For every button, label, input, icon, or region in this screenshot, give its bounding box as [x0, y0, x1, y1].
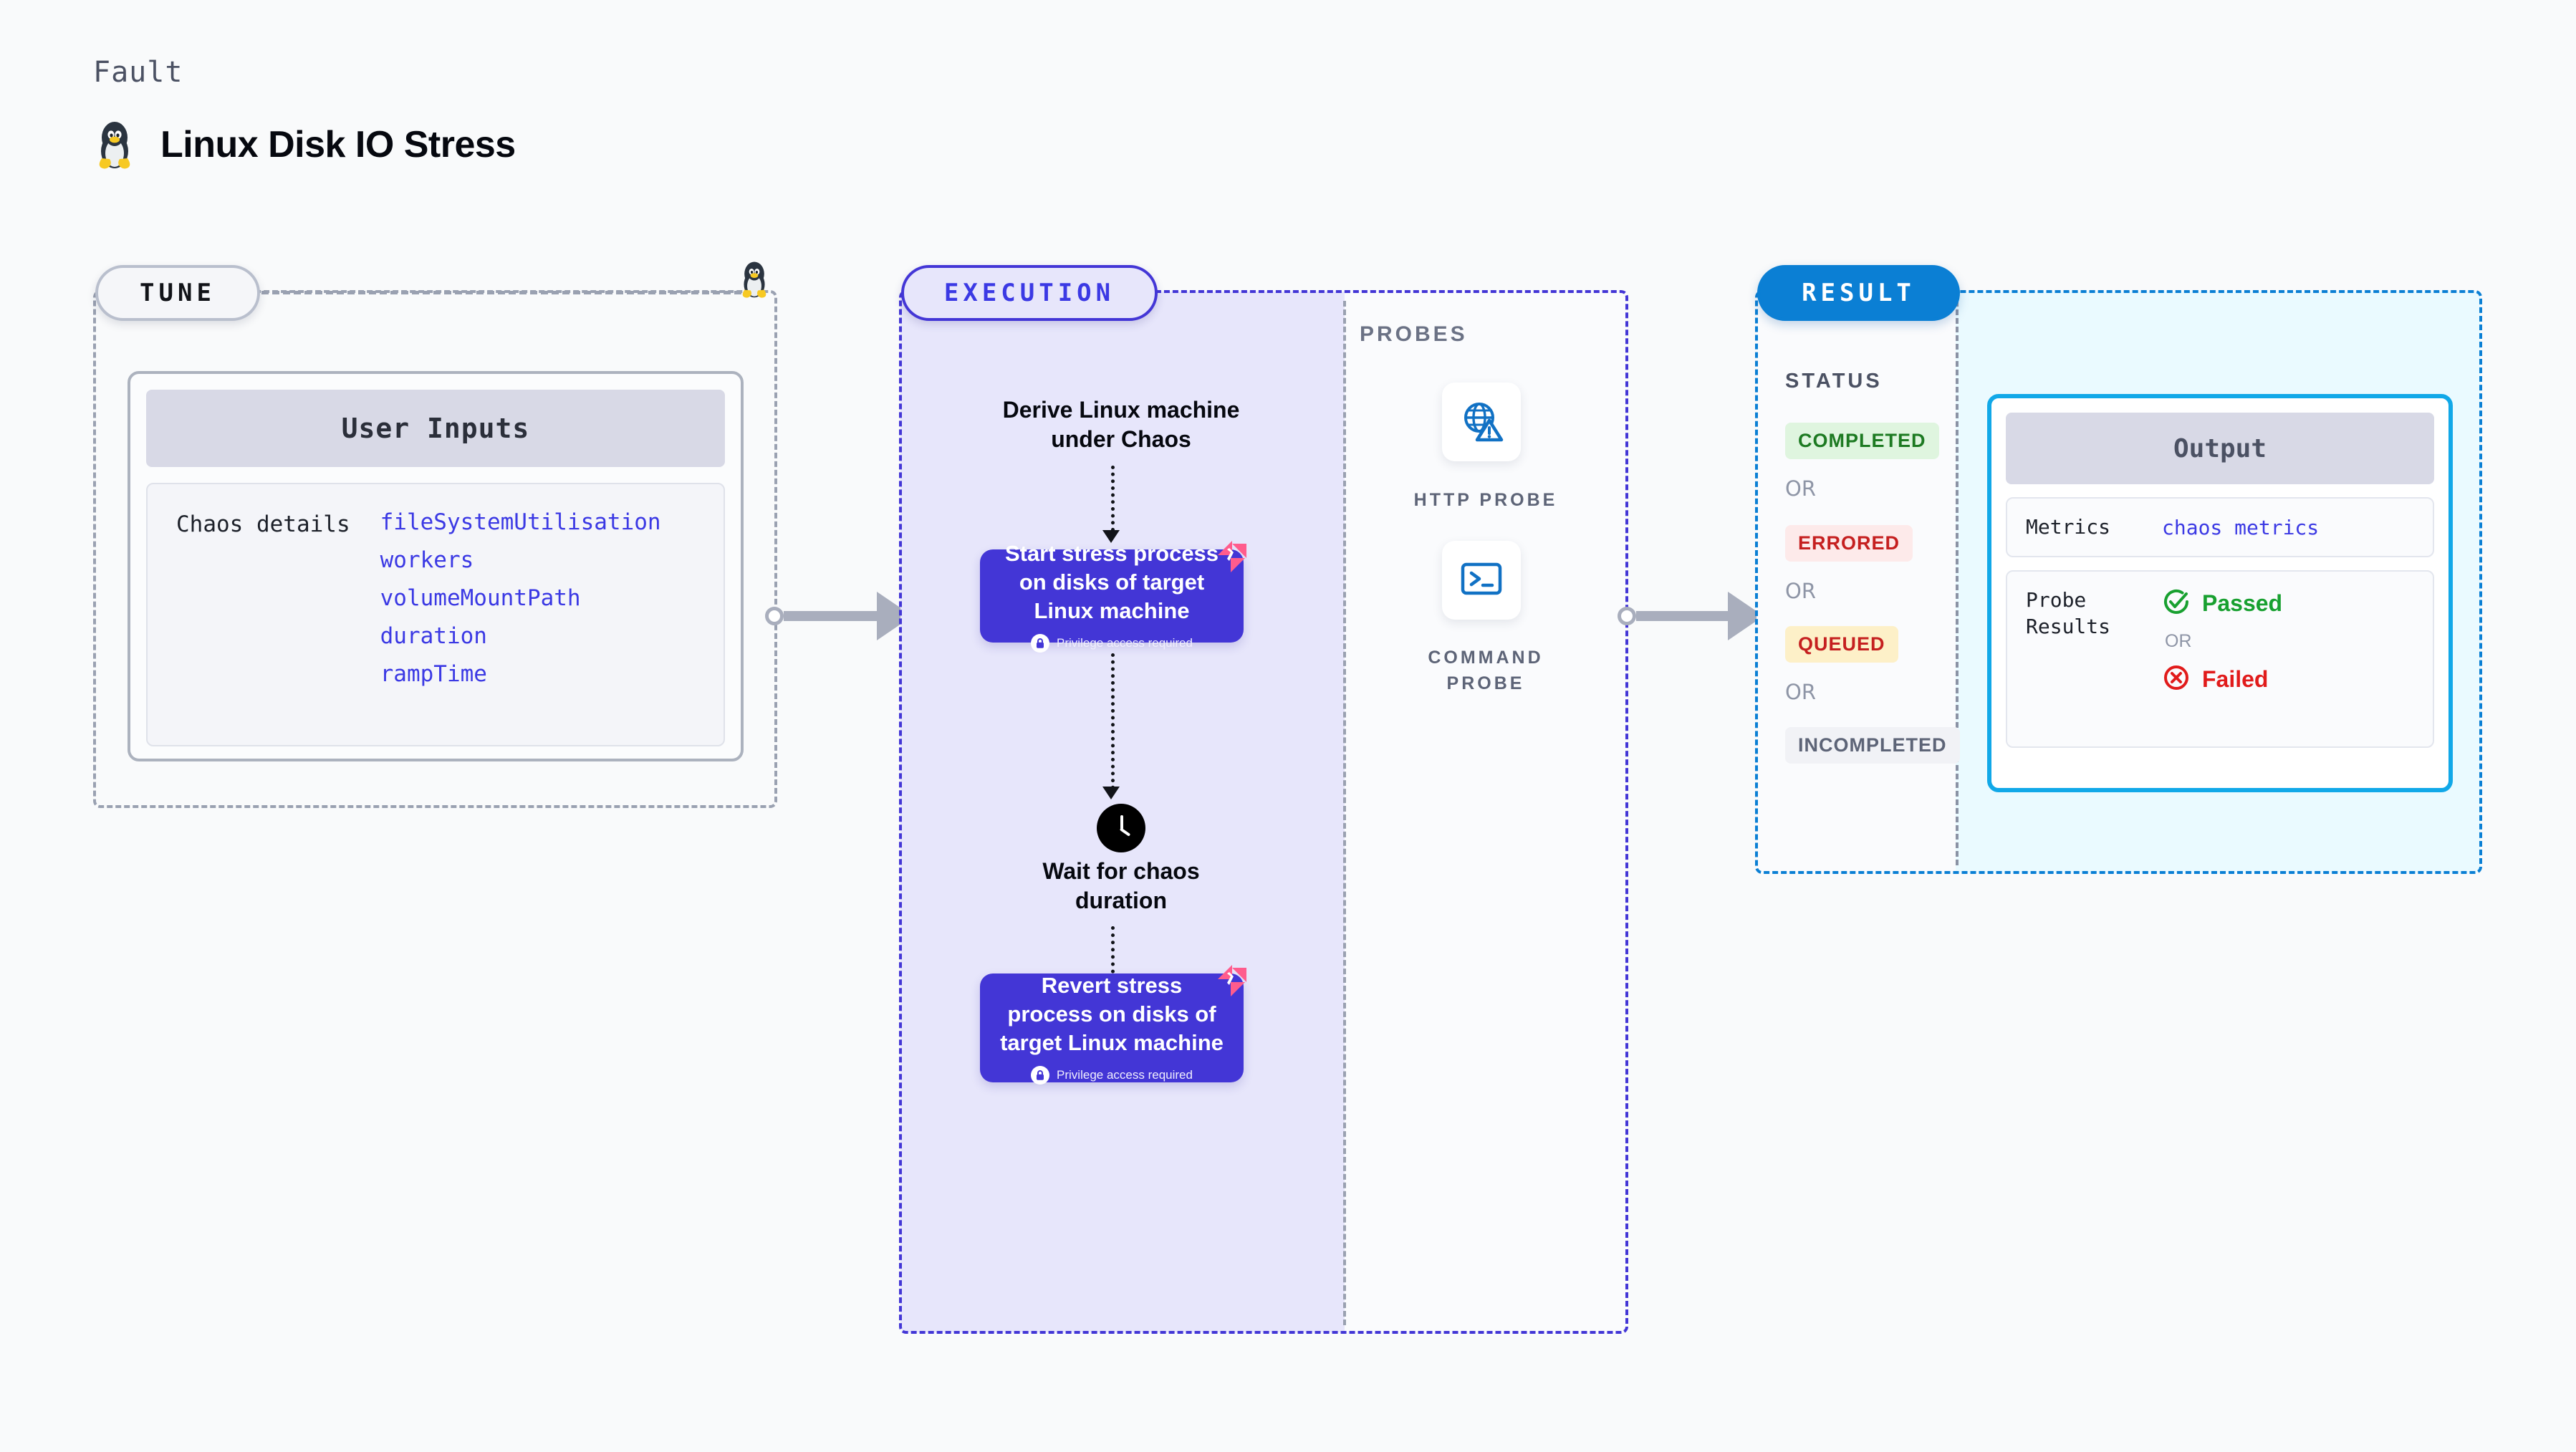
execution-start-stress-title: Start stress process on disks of target …	[1004, 540, 1219, 624]
execution-step-derive: Derive Linux machine under Chaos	[1002, 397, 1240, 452]
litmus-chaos-icon-1	[1212, 539, 1249, 580]
result-badge[interactable]: RESULT	[1757, 265, 1960, 321]
tune-linux-penguin-icon	[738, 258, 771, 301]
execution-start-stress-note-text: Privilege access required	[1057, 636, 1193, 650]
execution-revert-stress-note: Privilege access required	[1031, 1066, 1193, 1085]
execution-start-stress-note: Privilege access required	[1031, 634, 1193, 653]
connector-dot-left	[765, 607, 784, 625]
execution-wait-label: Wait for chaos duration	[1042, 858, 1200, 913]
input-volumeMountPath[interactable]: volumeMountPath	[380, 585, 581, 611]
output-card: Output Metrics chaos metrics Probe Resul…	[1987, 394, 2453, 792]
probe-caption-command: COMMAND PROBE	[1428, 648, 1544, 694]
chaos-details-values: fileSystemUtilisation workers volumeMoun…	[380, 509, 661, 721]
execution-revert-stress-title: Revert stress process on disks of target…	[1000, 972, 1224, 1056]
user-inputs-body: Chaos details fileSystemUtilisation work…	[146, 483, 725, 746]
lock-icon	[1031, 634, 1050, 653]
input-workers[interactable]: workers	[380, 547, 474, 573]
probe-tile-http[interactable]	[1442, 383, 1521, 461]
page-title-text: Linux Disk IO Stress	[160, 124, 516, 165]
lock-icon	[1031, 1066, 1050, 1085]
status-or-3: OR	[1785, 680, 1816, 704]
connector-bar	[1636, 611, 1729, 621]
x-circle-icon	[2162, 663, 2191, 696]
execution-probes-divider	[1343, 301, 1346, 1325]
status-or-1: OR	[1785, 476, 1816, 501]
globe-warning-icon	[1459, 398, 1504, 446]
flow-line-1	[1111, 466, 1115, 532]
probes-label: PROBES	[1360, 322, 1468, 346]
probe-result-passed-text: Passed	[2202, 590, 2283, 617]
probe-tile-command[interactable]	[1442, 541, 1521, 620]
output-metrics-row: Metrics chaos metrics	[2006, 497, 2434, 558]
terminal-prompt-icon	[1460, 560, 1503, 601]
tune-badge[interactable]: TUNE	[95, 265, 260, 321]
tune-top-dash	[261, 291, 763, 294]
probe-caption-http: HTTP PROBE	[1413, 490, 1558, 510]
result-status-fill	[1756, 292, 1956, 872]
probes-fill	[1345, 292, 1627, 1332]
output-probe-results-row: Probe Results Passed OR	[2006, 570, 2434, 749]
flow-line-2	[1111, 653, 1115, 789]
input-rampTime[interactable]: rampTime	[380, 661, 487, 687]
user-inputs-title: User Inputs	[146, 390, 725, 467]
user-inputs-card: User Inputs Chaos details fileSystemUtil…	[128, 371, 744, 761]
connector-dot-left	[1618, 607, 1636, 625]
clock-icon	[1097, 804, 1145, 852]
execution-section	[899, 290, 1628, 1334]
flow-line-3	[1111, 926, 1115, 995]
probe-result-passed: Passed	[2162, 587, 2282, 620]
status-badge-incompleted: INCOMPLETED	[1785, 727, 1960, 764]
status-label: STATUS	[1785, 370, 1883, 393]
chaos-details-key: Chaos details	[176, 511, 350, 537]
probe-result-failed: Failed	[2162, 663, 2282, 696]
input-fileSystemUtilisation[interactable]: fileSystemUtilisation	[380, 509, 661, 535]
execution-revert-stress-note-text: Privilege access required	[1057, 1068, 1193, 1082]
linux-penguin-icon	[93, 118, 136, 171]
flow-arrow-1	[1102, 530, 1120, 543]
execution-badge[interactable]: EXECUTION	[901, 265, 1158, 321]
status-badge-errored: ERRORED	[1785, 525, 1913, 562]
status-or-2: OR	[1785, 579, 1816, 603]
probe-result-failed-text: Failed	[2202, 666, 2269, 693]
flow-arrow-2	[1102, 787, 1120, 799]
execution-revert-stress-box[interactable]: Revert stress process on disks of target…	[980, 972, 1244, 1085]
result-inner-divider	[1956, 301, 1959, 865]
fault-kicker: Fault	[93, 56, 183, 89]
status-badge-queued: QUEUED	[1785, 626, 1898, 663]
output-title: Output	[2006, 413, 2434, 484]
status-badge-completed: COMPLETED	[1785, 423, 1939, 459]
page-title: Linux Disk IO Stress	[93, 118, 516, 171]
output-probe-results-values: Passed OR Failed	[2162, 587, 2282, 731]
input-duration[interactable]: duration	[380, 623, 487, 649]
probe-result-or: OR	[2165, 631, 2192, 652]
result-section	[1755, 290, 2482, 874]
output-probe-results-key: Probe Results	[2026, 588, 2111, 638]
output-metrics-key: Metrics	[2026, 515, 2111, 539]
execution-start-stress-box[interactable]: Start stress process on disks of target …	[980, 541, 1244, 653]
check-circle-icon	[2162, 587, 2191, 620]
litmus-chaos-icon-2	[1212, 963, 1249, 1004]
connector-bar	[784, 611, 878, 621]
output-metrics-value[interactable]: chaos metrics	[2162, 516, 2320, 539]
